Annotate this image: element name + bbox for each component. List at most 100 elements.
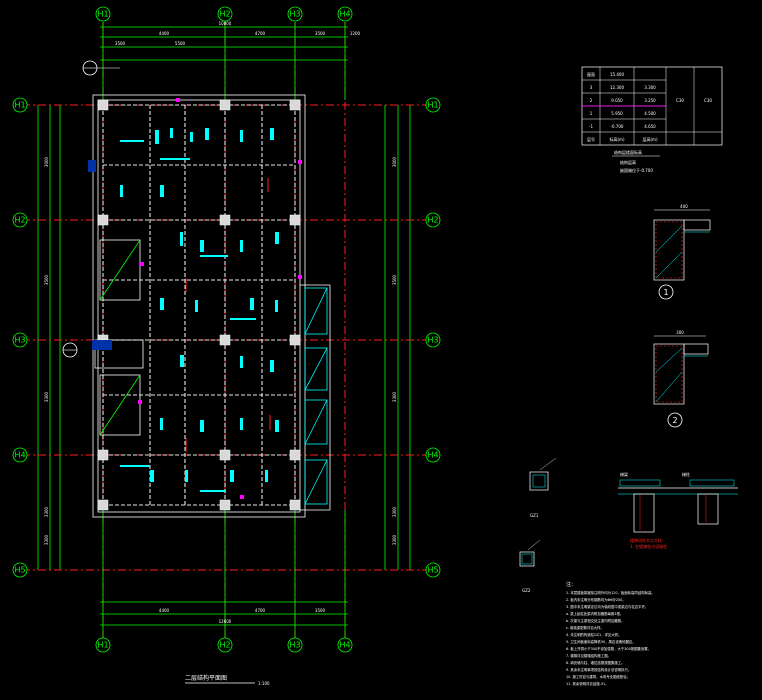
- drawing-title: 二层结构平面图: [185, 674, 227, 682]
- level-cell-0-1: 15.400: [610, 72, 624, 77]
- columns: [97, 99, 301, 511]
- level-cell-2-0: 2: [590, 98, 593, 103]
- dim-top-seg-0: 4400: [159, 31, 170, 36]
- dim-top-seg-2: 3500: [315, 31, 326, 36]
- level-cell-4-2: 4.650: [644, 124, 656, 129]
- level-cell-3-1: 5.950: [611, 111, 623, 116]
- dimension-lines: [37, 26, 411, 626]
- drawing-title-block: 二层结构平面图 1:100: [185, 674, 270, 686]
- level-table-subcaption: 结构层高: [620, 159, 636, 165]
- axis-bubble-bottom-3: H4: [337, 637, 353, 653]
- stair-node-detail: 梯梁 梯柱 楼梯间柱节点大样 1. 在楼梯柱内设暗柱: [618, 471, 738, 549]
- notes-line-10: 8. 填充墙与柱、墙拉结筋按图集施工。: [566, 660, 625, 665]
- notes-line-2: 3. 图中未注明梁定位均为轴线居中或梁边与柱边平齐。: [566, 604, 648, 609]
- drawing-scale: 1:100: [258, 681, 270, 686]
- axis-bubble-left-4: H5: [12, 562, 28, 578]
- stair-caption: 楼梯间柱节点大样: [630, 537, 662, 543]
- axis-bubble-left-3: H4: [12, 447, 28, 463]
- level-cell-2-2: 3.250: [644, 98, 656, 103]
- notes-line-5: c. 悬挑梁配筋详见大样。: [566, 625, 604, 630]
- axis-bubble-top-0: H1: [95, 6, 111, 22]
- notes-line-4: b. 次梁与主梁相交处主梁内附加箍筋。: [566, 618, 625, 623]
- notes-line-8: 6. 板上开洞小于300不设加强筋，大于300按图集设置。: [566, 646, 651, 651]
- stair-label-right: 梯柱: [682, 471, 690, 477]
- detail-1-label: 1: [663, 288, 668, 297]
- axis-bubble-right-0-label: H1: [427, 101, 438, 110]
- axis-bubble-left-0: H1: [12, 97, 28, 113]
- level-cell-3-0: 1: [590, 111, 593, 116]
- axis-bubble-bottom-1-label: H2: [219, 641, 230, 650]
- notes-lines: 1. 本层楼板厚度除注明外均为120，板面标高同结构标高。 2. 板内未注明分布钢…: [566, 590, 655, 686]
- dim-left-seg-4: 3300: [44, 534, 49, 545]
- dim-bottom-overall: 12600: [219, 619, 232, 624]
- axis-bubble-left-0-label: H1: [14, 101, 25, 110]
- dim-bottom-seg-2: 3500: [315, 608, 326, 613]
- axis-bubble-bottom-3-label: H4: [339, 641, 350, 650]
- level-cell-0-0: 屋面: [587, 71, 595, 77]
- stair-label-left: 梯梁: [620, 471, 628, 477]
- detail-2-dim: 300: [676, 330, 684, 335]
- axis-bubble-left-1: H2: [12, 212, 28, 228]
- axis-bubble-right-1: H2: [425, 212, 441, 228]
- detail-1-dim: 400: [680, 204, 688, 209]
- axis-bubble-top-1: H2: [217, 6, 233, 22]
- notes-line-1: 2. 板内未注明分布钢筋均为Φ6@200。: [566, 597, 626, 602]
- level-table-caption: 结构层楼面标高: [614, 149, 642, 155]
- level-cell-4-1: -0.700: [611, 124, 624, 129]
- dim-bottom-seg-1: 4700: [255, 608, 266, 613]
- level-table-note: 嵌固端位于-0.700: [620, 167, 653, 173]
- notes-heading: 注：: [566, 581, 576, 588]
- axis-bubble-bottom-0-label: H1: [97, 641, 108, 650]
- axis-bubble-bottom-2-label: H3: [289, 641, 300, 650]
- axis-bubble-bottom-2: H3: [287, 637, 303, 653]
- rebar-annotations: [120, 128, 279, 492]
- notes-line-13: 11. 其余说明详见结施-01。: [566, 681, 609, 686]
- level-side-cell-2: C30: [704, 98, 712, 103]
- stair-note: 1. 在楼梯柱内设暗柱: [630, 543, 667, 549]
- axis-bubble-left-4-label: H5: [14, 566, 25, 575]
- building-outline: [92, 94, 331, 518]
- axis-bubble-top-2: H3: [287, 6, 303, 22]
- dim-top-sub-0: 3500: [115, 41, 126, 46]
- dim-left-seg-1: 3500: [44, 274, 49, 285]
- axis-bubble-right-1-label: H2: [427, 216, 438, 225]
- axis-bubble-right-2: H3: [425, 332, 441, 348]
- notes-line-9: 7. 楼梯详见楼梯结构施工图。: [566, 653, 611, 658]
- notes-line-3: a. 梁上起柱处梁内附加箍筋每侧3根。: [566, 611, 623, 616]
- notes-line-12: 10. 施工时应与建筑、水电专业图纸配合。: [566, 674, 630, 679]
- axis-bubble-right-4: H5: [425, 562, 441, 578]
- notes-line-7: 5. 卫生间板面标高降低50，周边设素砼翻边。: [566, 639, 636, 644]
- level-cell-5-2: 层高(m): [642, 136, 657, 142]
- dim-right-seg-3: 3300: [392, 506, 397, 517]
- axis-bubble-top-2-label: H3: [289, 10, 300, 19]
- dim-left-seg-0: 3000: [44, 156, 49, 167]
- shaft-boxes: [304, 287, 328, 505]
- magenta-markers: [138, 98, 302, 499]
- notes-line-0: 1. 本层楼板厚度除注明外均为120，板面标高同结构标高。: [566, 590, 655, 595]
- axis-bubble-bottom-1: H2: [217, 637, 233, 653]
- level-cell-5-0: 层号: [587, 136, 595, 142]
- detail-2-label: 2: [672, 416, 677, 425]
- axis-bubble-left-2-label: H3: [14, 336, 25, 345]
- axis-bubble-top-1-label: H2: [219, 10, 230, 19]
- detail-1: 400 1: [653, 204, 711, 300]
- section-callouts: [62, 60, 120, 358]
- general-notes: 注： 1. 本层楼板厚度除注明外均为120，板面标高同结构标高。 2. 板内未注明…: [566, 581, 655, 686]
- stair-openings: [88, 160, 144, 436]
- dim-right-seg-2: 3300: [392, 391, 397, 402]
- level-cell-1-2: 3.300: [644, 85, 656, 90]
- detail-2: 300 2: [653, 330, 709, 428]
- axis-bubble-right-2-label: H3: [427, 336, 438, 345]
- level-cell-3-2: 4.500: [644, 111, 656, 116]
- level-side-cell-1: C30: [676, 98, 684, 103]
- gz2-label: GZ2: [522, 588, 531, 593]
- level-cell-4-0: -1: [589, 124, 593, 129]
- notes-line-6: 4. 未注明的构造柱GZ1，详见大样。: [566, 632, 622, 637]
- gz1-label: GZ1: [530, 513, 539, 518]
- red-rebar-marks: [185, 178, 271, 452]
